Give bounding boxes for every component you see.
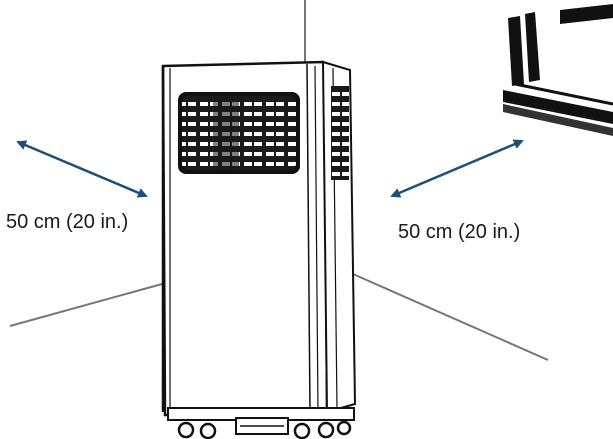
left-clearance-label: 50 cm (20 in.) <box>6 211 128 233</box>
right-clearance-label: 50 cm (20 in.) <box>398 221 520 243</box>
right-floor-line <box>352 273 549 361</box>
base-wheels <box>167 407 355 439</box>
front-grille <box>178 92 300 174</box>
side-vent <box>331 86 349 180</box>
left-floor-line <box>9 283 163 327</box>
right-clearance-arrow <box>390 139 524 198</box>
portable-air-conditioner <box>161 60 357 439</box>
left-clearance-arrow <box>16 140 148 198</box>
window-frame <box>503 4 613 136</box>
